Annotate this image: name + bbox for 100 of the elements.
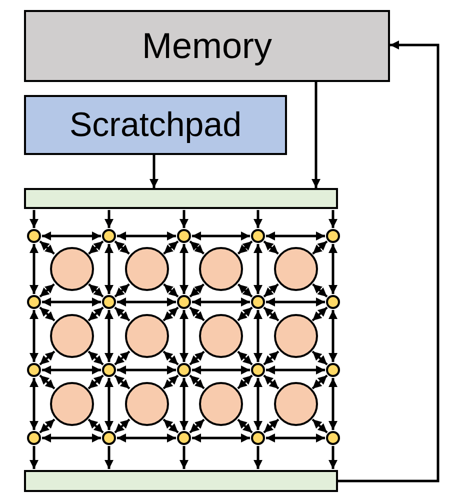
processing-element [199,314,243,358]
arrow [312,283,328,298]
processing-element [50,247,94,291]
arrow [328,210,338,228]
router-node [27,363,41,377]
arrow [328,446,338,469]
router-node [326,229,340,243]
router-node [177,431,191,445]
processing-element [124,314,168,358]
arrow [162,306,179,322]
arrow [254,310,262,362]
arrow [42,366,101,374]
arrow [162,418,179,434]
arrow [30,210,38,228]
buffer-bar [24,470,338,492]
arrow [88,418,104,434]
processing-element [124,247,168,291]
arrow [180,378,188,430]
arrow [263,306,280,322]
arrow [104,244,114,294]
arrow [42,434,101,442]
arrow [39,418,56,434]
arrow [88,283,104,298]
arrow [150,155,158,188]
arrow [266,298,325,306]
router-node [27,295,41,309]
arrow [88,306,104,322]
arrow [338,40,440,482]
arrow [117,232,176,240]
arrow [189,306,205,322]
arrow [162,374,179,390]
arrow [163,240,179,255]
router-node [326,431,340,445]
processing-element [274,382,318,426]
router-node [251,431,265,445]
memory-box [24,10,390,82]
arrow [104,378,114,430]
arrow [328,244,338,294]
router-node [251,229,265,243]
arrow [312,240,328,255]
arrow [192,366,250,374]
processing-element [50,314,94,358]
arrow [114,374,130,390]
arrow [312,374,328,390]
arrow [189,418,205,434]
router-node [326,295,340,309]
arrow [117,434,176,442]
router-node [102,363,116,377]
processing-element [274,314,318,358]
arrow [162,350,179,366]
arrow [39,374,56,390]
router-node [102,229,116,243]
arrow [237,306,253,322]
arrow [254,446,262,469]
arrow [312,82,320,188]
arrow [114,240,130,255]
arrow [237,418,253,434]
router-node [177,295,191,309]
arrow [114,306,130,322]
arrow [88,374,104,390]
arrow [104,310,114,362]
router-node [102,431,116,445]
arrow [30,446,38,469]
arrow [39,306,56,322]
arrow [237,374,253,390]
arrow [163,283,179,298]
scratchpad-box [24,95,287,155]
arrow [328,310,338,362]
arrow [42,232,101,240]
arrow [263,283,279,298]
router-node [102,295,116,309]
arrow [30,378,38,430]
processing-element [274,247,318,291]
arrow [328,378,338,430]
arrow [237,240,253,255]
arrow [312,350,328,366]
router-node [251,295,265,309]
processing-element [124,382,168,426]
arrow [263,418,280,434]
arrow [312,306,328,322]
arrow [114,418,130,434]
arrow [312,418,328,434]
arrow [39,283,55,298]
arrow [189,374,205,390]
arrow [180,310,188,362]
arrow [254,244,262,294]
processing-element [199,247,243,291]
arrow [180,244,188,294]
arrow [39,240,55,255]
arrow [114,283,130,298]
arrow [266,366,325,374]
arrow [189,283,205,298]
arrow [180,446,188,469]
arrow [88,350,104,366]
box-label: Scratchpad [70,106,242,144]
router-node [177,229,191,243]
arrow [189,350,205,366]
arrow [263,240,279,255]
arrow [263,374,280,390]
arrow [266,434,325,442]
